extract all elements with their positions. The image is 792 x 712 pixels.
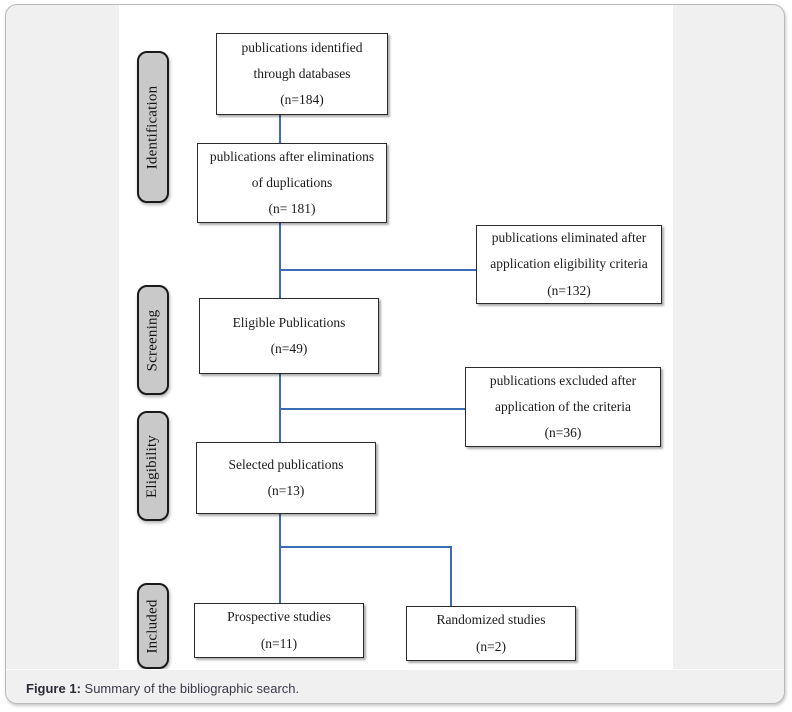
node-selected-publications: Selected publications (n=13) [196,442,376,514]
connector-to-excluded-box [279,408,466,410]
connector-to-eliminated-box [279,269,477,271]
node-line-2: application of the criteria [494,398,632,414]
node-line-1: Prospective studies [227,609,331,625]
node-count: (n=132) [547,282,591,298]
node-eligible-publications: Eligible Publications (n=49) [199,298,379,374]
node-line-1: publications after eliminations [209,148,375,164]
node-publications-identified: publications identified through database… [216,33,388,115]
stage-label-screening: Screening [144,309,161,371]
connector-duplicates-down [279,222,281,306]
figure-caption: Figure 1: Summary of the bibliographic s… [6,681,299,696]
node-line-1: Randomized studies [436,612,546,628]
node-count: (n=11) [260,635,298,651]
node-randomized-studies: Randomized studies (n=2) [406,606,576,661]
prisma-flow-diagram: Identification Screening Eligibility Inc… [119,5,673,669]
figure-caption-label: Figure 1: [26,680,81,696]
stage-label-included: Included [144,598,161,654]
node-count: (n=2) [475,638,507,654]
figure-caption-body: Summary of the bibliographic search. [80,680,300,696]
node-line-2: of duplications [251,174,333,190]
node-line-1: publications excluded after [489,372,637,388]
connector-branch-horizontal [279,546,451,548]
node-count: (n=36) [544,425,582,441]
node-line-1: Eligible Publications [232,314,346,330]
node-prospective-studies: Prospective studies (n=11) [194,603,364,658]
stage-pill-included: Included [137,583,169,669]
connector-eligible-down [279,373,281,453]
node-line-1: publications identified [241,39,363,55]
node-line-2: through databases [253,65,351,81]
stage-label-eligibility: Eligibility [144,434,161,498]
connector-identified-to-duplicates [279,87,281,143]
node-publications-eliminated-eligibility: publications eliminated after applicatio… [476,225,662,304]
node-publications-excluded-criteria: publications excluded after application … [465,367,661,447]
node-publications-after-duplicates: publications after eliminations of dupli… [197,143,387,223]
stage-pill-identification: Identification [137,51,169,203]
figure-caption-bar: Figure 1: Summary of the bibliographic s… [6,669,784,703]
node-line-1: Selected publications [228,456,344,472]
node-line-2: application eligibility criteria [490,256,648,272]
stage-pill-screening: Screening [137,285,169,395]
connector-branch-to-randomized [450,546,452,614]
figure-panel: Identification Screening Eligibility Inc… [5,4,785,704]
connector-selected-down [279,513,281,614]
node-count: (n=13) [267,483,305,498]
node-line-1: publications eliminated after [491,230,647,246]
node-count: (n=184) [280,92,324,108]
node-count: (n= 181) [268,201,316,217]
stage-label-identification: Identification [144,85,161,169]
node-count: (n=49) [270,341,308,356]
stage-pill-eligibility: Eligibility [137,411,169,521]
